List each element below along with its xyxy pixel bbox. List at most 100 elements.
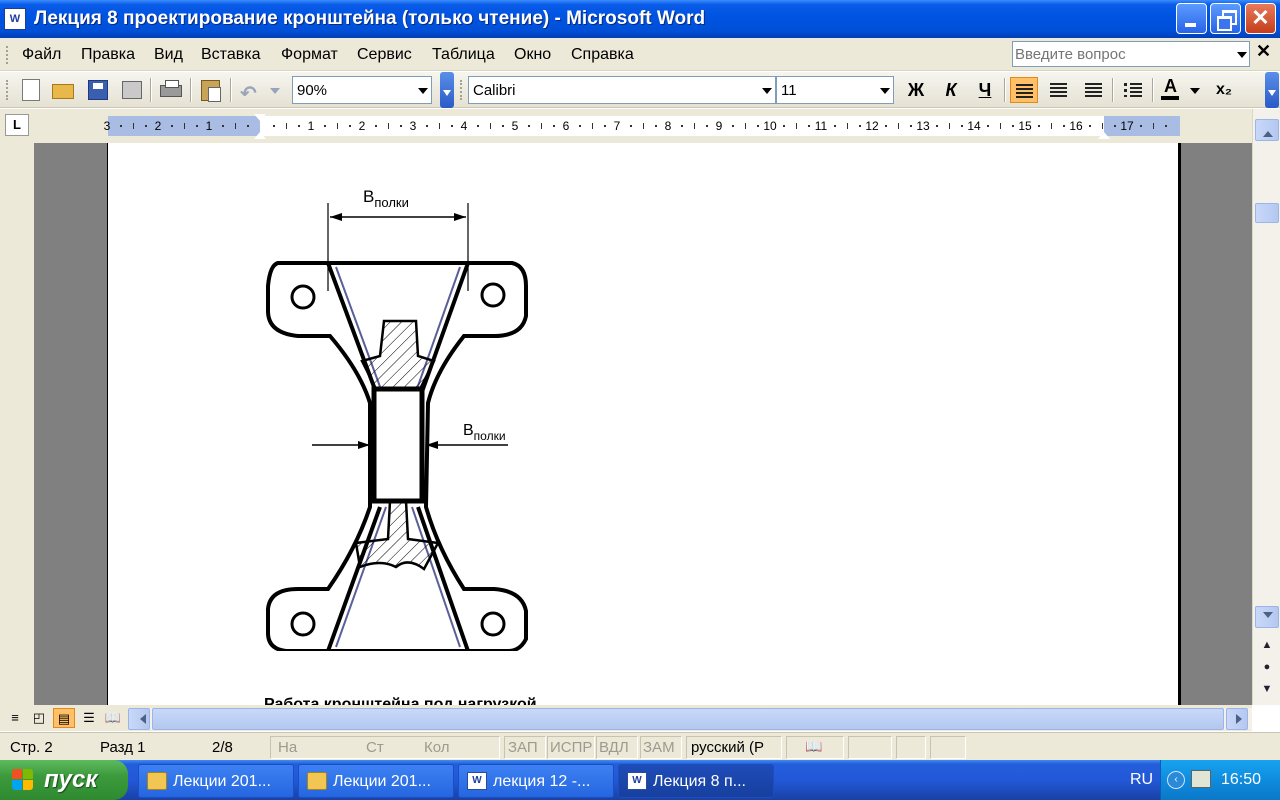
align-center-button[interactable]	[1045, 77, 1073, 103]
start-button[interactable]: пуск	[0, 760, 128, 800]
open-button[interactable]	[50, 77, 76, 103]
new-document-button[interactable]	[18, 77, 44, 103]
status-ext[interactable]: ВДЛ	[599, 739, 629, 756]
ruler-tick	[1063, 125, 1066, 127]
ruler-tick	[540, 123, 542, 129]
bullet-list-icon	[1130, 83, 1142, 97]
taskbar-item-label: Лекции 201...	[333, 773, 431, 790]
previous-page-icon[interactable]: ▲	[1261, 639, 1273, 651]
spelling-status-panel[interactable]: 📖	[786, 736, 844, 759]
align-left-button[interactable]	[1010, 77, 1038, 103]
font-color-dropdown[interactable]	[1186, 77, 1204, 103]
vertical-scroll-thumb[interactable]	[1255, 203, 1279, 223]
font-color-button[interactable]: A	[1157, 76, 1185, 103]
chevron-down-icon[interactable]	[759, 77, 775, 103]
menu-tools[interactable]: Сервис	[357, 46, 412, 63]
taskbar-item[interactable]: Лекции 201...	[298, 764, 454, 798]
help-search-input[interactable]	[1015, 45, 1230, 63]
ruler-tick	[1012, 125, 1015, 127]
print-button[interactable]	[158, 77, 184, 103]
permission-button[interactable]	[119, 77, 145, 103]
show-hidden-icons-icon[interactable]: ‹	[1167, 771, 1185, 789]
close-icon: ✕	[1251, 5, 1270, 30]
status-language[interactable]: русский (Р	[691, 739, 764, 756]
toolbar-options-chevron[interactable]	[1265, 72, 1279, 108]
taskbar-item-active[interactable]: W Лекция 8 п...	[618, 764, 774, 798]
toolbar-grip[interactable]	[460, 80, 463, 100]
toolbar-grip[interactable]	[6, 80, 9, 100]
scroll-down-button[interactable]	[1255, 606, 1279, 628]
zoom-select[interactable]: 90%	[292, 76, 432, 104]
outline-view-icon[interactable]: ☰	[83, 710, 95, 725]
status-language-panel[interactable]	[686, 736, 782, 759]
font-select[interactable]: Calibri	[468, 76, 776, 104]
help-dropdown-icon[interactable]	[1233, 42, 1249, 66]
horizontal-scroll-thumb[interactable]	[152, 708, 1224, 730]
toolbar-options-chevron[interactable]	[440, 72, 454, 108]
scroll-right-button[interactable]	[1226, 708, 1248, 730]
scroll-left-button[interactable]	[128, 708, 150, 730]
menu-format[interactable]: Формат	[281, 46, 338, 63]
close-button[interactable]: ✕	[1245, 3, 1276, 34]
menu-insert[interactable]: Вставка	[201, 46, 261, 63]
language-indicator[interactable]: RU	[1130, 771, 1154, 788]
print-layout-icon[interactable]: ▤	[53, 708, 75, 728]
right-indent-icon[interactable]	[1098, 126, 1110, 139]
restore-button[interactable]	[1210, 3, 1241, 34]
taskbar-item[interactable]: Лекции 201...	[138, 764, 294, 798]
status-ovr[interactable]: ЗАМ	[643, 739, 675, 756]
menu-window[interactable]: Окно	[514, 46, 552, 63]
align-center-icon	[1050, 83, 1067, 97]
justify-button[interactable]	[1080, 77, 1108, 103]
bold-button[interactable]: Ж	[907, 80, 925, 100]
web-layout-icon[interactable]: ◰	[32, 710, 46, 725]
scroll-up-button[interactable]	[1255, 119, 1279, 141]
status-rec-panel[interactable]	[504, 736, 546, 759]
next-page-icon[interactable]: ▼	[1261, 683, 1273, 695]
menu-table[interactable]: Таблица	[432, 46, 495, 63]
status-ovr-panel[interactable]	[640, 736, 682, 759]
undo-dropdown[interactable]	[265, 77, 285, 103]
select-browse-object-icon[interactable]: ●	[1263, 661, 1271, 673]
normal-view-icon[interactable]: ≡	[11, 710, 19, 725]
first-line-indent-icon[interactable]	[254, 114, 266, 127]
reading-layout-icon[interactable]: 📖	[104, 710, 122, 725]
font-size-select[interactable]: 11	[776, 76, 894, 104]
taskbar-item[interactable]: W лекция 12 -...	[458, 764, 614, 798]
underline-button[interactable]: Ч	[978, 80, 992, 100]
menu-help[interactable]: Справка	[571, 46, 634, 63]
undo-button[interactable]: ↶	[237, 77, 263, 105]
minimize-button[interactable]	[1176, 3, 1207, 34]
chevron-down-icon[interactable]	[415, 77, 431, 103]
hanging-indent-icon[interactable]	[254, 126, 266, 139]
vertical-scrollbar[interactable]: ▲ ● ▼	[1252, 109, 1280, 705]
help-search-box[interactable]	[1012, 41, 1250, 67]
ruler-number: 8	[664, 119, 672, 133]
ruler-number: 3	[103, 119, 111, 133]
clock[interactable]: 16:50	[1221, 771, 1262, 788]
word-icon[interactable]: W	[4, 8, 26, 30]
menu-file[interactable]: Файл	[22, 46, 62, 63]
status-page: Стр. 2	[10, 739, 53, 756]
document-page[interactable]: Вполки Вполки Работа кронштейна под нагр…	[107, 143, 1181, 705]
ruler-tick	[744, 123, 746, 129]
status-ext-panel[interactable]	[596, 736, 638, 759]
menu-view[interactable]: Вид	[154, 46, 183, 63]
bullets-button[interactable]	[1120, 77, 1148, 103]
menu-grip[interactable]	[6, 46, 9, 64]
horizontal-scrollbar[interactable]	[128, 708, 1252, 730]
subscript-button[interactable]: x₂	[1215, 81, 1232, 98]
status-trk-panel[interactable]	[547, 736, 595, 759]
save-button[interactable]	[85, 77, 111, 103]
network-icon[interactable]	[1191, 770, 1211, 788]
document-close-icon[interactable]: ✕	[1256, 41, 1272, 61]
italic-button[interactable]: К	[945, 80, 957, 100]
paste-button[interactable]	[198, 77, 224, 103]
chevron-down-icon[interactable]	[877, 77, 893, 103]
status-trk[interactable]: ИСПР	[550, 739, 593, 756]
status-rec[interactable]: ЗАП	[508, 739, 538, 756]
menu-edit[interactable]: Правка	[81, 46, 136, 63]
tab-selector[interactable]: L	[5, 114, 29, 136]
view-and-hscroll-bar: ≡ ◰ ▤ ☰ 📖	[0, 705, 1252, 731]
